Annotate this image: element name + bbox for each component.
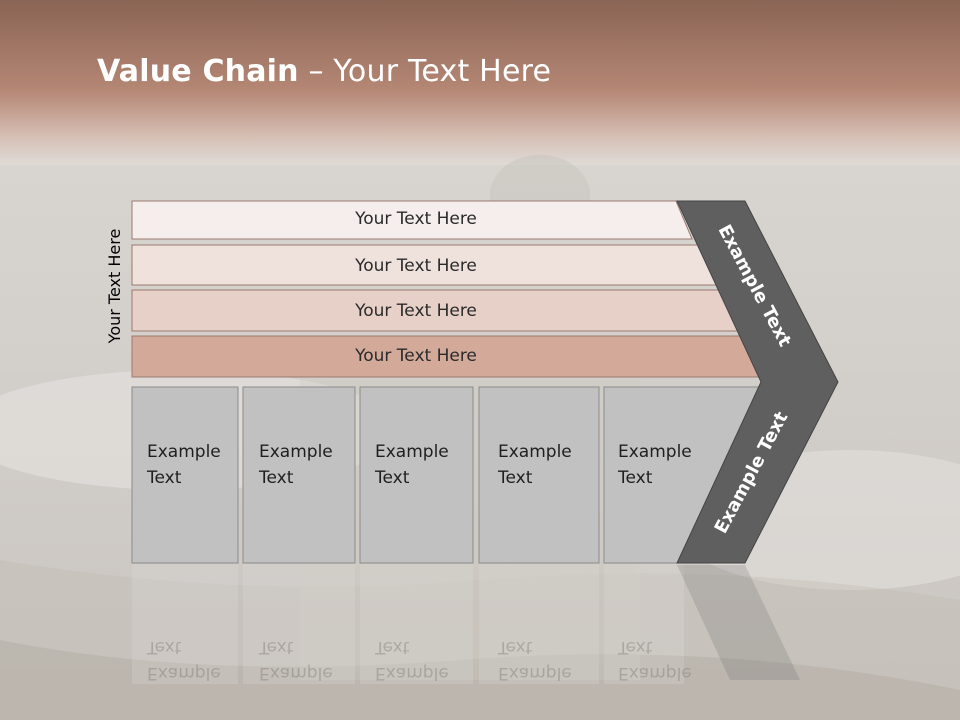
box-reflection-4: Example Text bbox=[498, 634, 572, 686]
box-3-line1: Example bbox=[375, 442, 449, 462]
box-reflection-3: Example Text bbox=[375, 634, 449, 686]
row-label-4: Your Text Here bbox=[355, 346, 477, 366]
title-bold: Value Chain bbox=[97, 54, 299, 89]
activity-box-4[interactable] bbox=[478, 386, 600, 564]
box-5-line2: Text bbox=[618, 468, 653, 488]
box-reflection-1: Example Text bbox=[147, 634, 221, 686]
box-reflection-4-line1: Example bbox=[498, 663, 572, 683]
box-3-line2: Text bbox=[375, 468, 410, 488]
side-label: Your Text Here bbox=[105, 228, 124, 344]
box-4-line2: Text bbox=[498, 468, 533, 488]
box-4-line1: Example bbox=[498, 442, 572, 462]
box-reflection-2-line2: Text bbox=[259, 637, 294, 657]
activity-box-1[interactable] bbox=[131, 386, 239, 564]
box-reflection-1-line1: Example bbox=[147, 663, 221, 683]
row-band-1[interactable] bbox=[131, 200, 693, 240]
box-reflection-4-line2: Text bbox=[498, 637, 533, 657]
box-2-line2: Text bbox=[259, 468, 294, 488]
activity-box-3[interactable] bbox=[359, 386, 474, 564]
box-reflection-2-line1: Example bbox=[259, 663, 333, 683]
box-reflection-5: Example Text bbox=[618, 634, 692, 686]
activity-box-2[interactable] bbox=[242, 386, 356, 564]
row-label-3: Your Text Here bbox=[355, 301, 477, 321]
box-1-line1: Example bbox=[147, 442, 221, 462]
box-reflection-5-line2: Text bbox=[618, 637, 653, 657]
box-1-line2: Text bbox=[147, 468, 182, 488]
title-rest: – Your Text Here bbox=[298, 54, 552, 89]
box-2-line1: Example bbox=[259, 442, 333, 462]
slide-title: Value Chain – Your Text Here bbox=[97, 54, 551, 89]
box-reflection-3-line2: Text bbox=[375, 637, 410, 657]
box-5-line1: Example bbox=[618, 442, 692, 462]
row-label-2: Your Text Here bbox=[355, 256, 477, 276]
box-reflection-5-line1: Example bbox=[618, 663, 692, 683]
box-reflection-3-line1: Example bbox=[375, 663, 449, 683]
row-label-1: Your Text Here bbox=[355, 209, 477, 229]
chevron-arrow[interactable] bbox=[676, 200, 839, 564]
box-reflection-1-line2: Text bbox=[147, 637, 182, 657]
box-reflection-2: Example Text bbox=[259, 634, 333, 686]
